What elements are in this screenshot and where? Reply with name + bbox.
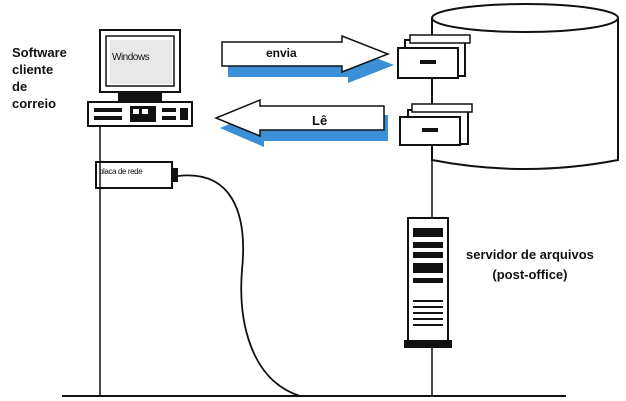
client-label-line-3: de <box>12 78 67 95</box>
server-label-line-2: (post-office) <box>466 265 594 285</box>
monitor-screen-text: Windows <box>112 52 149 63</box>
client-computer <box>88 30 192 126</box>
network-card-label: placa de rede <box>99 167 142 176</box>
mailbox-tray-top <box>398 35 470 78</box>
read-arrow-label: Lê <box>312 113 327 128</box>
client-label-line-1: Software <box>12 44 67 61</box>
mailbox-tray-bottom <box>400 104 472 145</box>
client-label-line-4: correio <box>12 95 67 112</box>
client-label-line-2: cliente <box>12 61 67 78</box>
server-label-line-1: servidor de arquivos <box>466 245 594 265</box>
server-label: servidor de arquivos (post-office) <box>466 245 594 285</box>
send-arrow <box>222 36 394 83</box>
server-tower <box>404 218 452 348</box>
network-cable <box>178 175 300 396</box>
client-label: Software cliente de correio <box>12 44 67 112</box>
send-arrow-label: envia <box>266 46 297 60</box>
read-arrow <box>216 100 388 147</box>
